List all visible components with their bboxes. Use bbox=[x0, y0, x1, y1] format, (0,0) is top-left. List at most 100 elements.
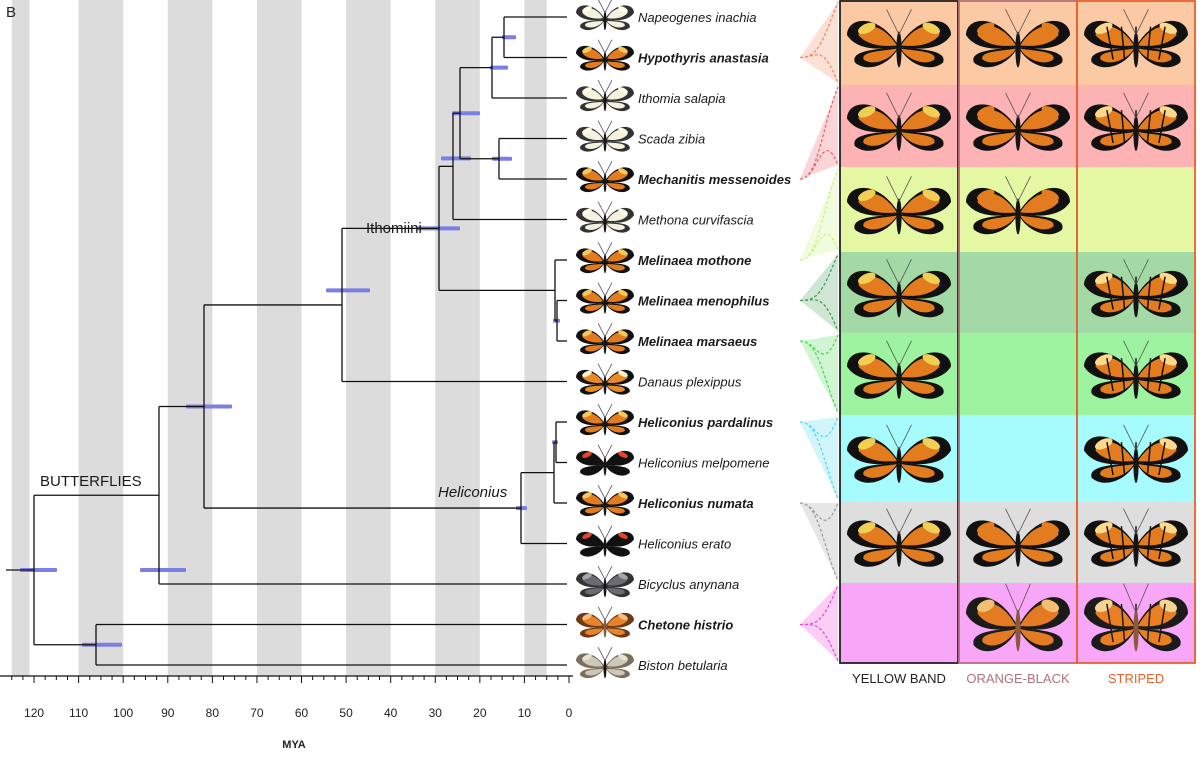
antenna-left bbox=[886, 259, 900, 285]
hindwing-patch-right bbox=[607, 426, 625, 433]
antenna-right bbox=[898, 176, 912, 202]
wing-band-left bbox=[582, 654, 592, 661]
wing-pattern-matrix bbox=[839, 0, 1196, 664]
antenna-right bbox=[604, 79, 613, 94]
butterfly-body bbox=[603, 497, 607, 517]
hindwing-patch-right bbox=[1020, 215, 1054, 230]
taxon-label: Ithomia salapia bbox=[638, 91, 725, 106]
species-thumbnail bbox=[576, 525, 634, 557]
confidence-bar bbox=[326, 288, 370, 293]
wing-band-left bbox=[582, 249, 592, 256]
hindwing-patch-right bbox=[901, 548, 935, 562]
hindwing-patch-right bbox=[607, 102, 625, 109]
wing-band-left bbox=[582, 289, 592, 296]
wing-stripe bbox=[1120, 358, 1126, 392]
wing-stripe bbox=[1120, 276, 1126, 310]
hindwing-patch-right bbox=[607, 223, 625, 230]
taxon-label: Bicyclus anynana bbox=[638, 577, 739, 592]
taxon-label: Heliconius numata bbox=[638, 496, 754, 511]
taxon-label: Heliconius melpomene bbox=[638, 456, 770, 471]
hindwing-patch-left bbox=[982, 215, 1016, 230]
hindwing-patch-left bbox=[585, 142, 603, 149]
wing-stripe bbox=[1158, 526, 1166, 560]
wing-band-right bbox=[1041, 189, 1059, 202]
wing-band-right bbox=[1041, 522, 1059, 534]
butterfly-body bbox=[603, 92, 607, 112]
antenna-right bbox=[1017, 9, 1031, 35]
wing-pattern-cell bbox=[1084, 508, 1188, 567]
wing-pattern-cell bbox=[847, 9, 951, 68]
antenna-left bbox=[1005, 583, 1019, 614]
antenna-right bbox=[1017, 583, 1031, 614]
hindwing-patch-right bbox=[901, 298, 935, 313]
row-connector-fill bbox=[800, 169, 838, 260]
wing-stripe bbox=[1120, 603, 1126, 643]
species-thumbnail bbox=[576, 160, 634, 193]
wing-band-left bbox=[582, 613, 592, 620]
axis-tick-label: 30 bbox=[429, 706, 443, 720]
antenna-right bbox=[604, 565, 613, 580]
antenna-right bbox=[604, 484, 613, 499]
wing-band-right bbox=[618, 46, 628, 53]
wing-pattern-cell bbox=[1084, 583, 1188, 652]
wing-pattern-cell bbox=[966, 9, 1070, 68]
antenna-right bbox=[1135, 340, 1149, 367]
hindwing-patch-left bbox=[585, 345, 603, 352]
wing-band-right bbox=[922, 106, 940, 118]
axis-tick-label: 20 bbox=[473, 706, 487, 720]
butterfly-body bbox=[603, 456, 607, 476]
antenna-right bbox=[1135, 424, 1149, 451]
antenna-left bbox=[597, 484, 606, 499]
wing-band-right bbox=[1041, 106, 1059, 118]
species-thumbnail bbox=[576, 606, 634, 638]
antenna-left bbox=[597, 39, 606, 54]
butterfly-body bbox=[896, 115, 902, 151]
wing-stripe bbox=[1158, 358, 1166, 392]
antenna-left bbox=[597, 120, 606, 135]
wing-band-left bbox=[858, 522, 876, 534]
row-connector-fill bbox=[800, 585, 838, 661]
antenna-left bbox=[1005, 9, 1019, 35]
row-connector-fill bbox=[800, 503, 838, 581]
hindwing-patch-left bbox=[863, 298, 897, 313]
hindwing-patch-left bbox=[863, 48, 897, 63]
antenna-right bbox=[604, 403, 613, 418]
antenna-left bbox=[886, 176, 900, 202]
wing-band-left bbox=[858, 272, 876, 285]
wing-pattern-cell bbox=[847, 508, 951, 567]
hindwing-patch-right bbox=[901, 380, 935, 394]
row-connector-fill bbox=[800, 2, 838, 83]
butterfly-body bbox=[603, 51, 607, 71]
butterfly-body bbox=[1015, 115, 1021, 151]
taxon-label: Danaus plexippus bbox=[638, 375, 742, 390]
wing-band-left bbox=[1095, 272, 1113, 285]
hindwing-patch-right bbox=[607, 183, 625, 190]
antenna-left bbox=[1123, 9, 1137, 35]
antenna-right bbox=[898, 508, 912, 535]
hindwing-patch-left bbox=[863, 132, 897, 146]
hindwing-patch-left bbox=[982, 48, 1016, 63]
wing-stripe bbox=[1158, 603, 1166, 643]
hindwing-patch-left bbox=[585, 507, 603, 514]
antenna-left bbox=[597, 363, 606, 378]
hindwing-patch-right bbox=[901, 464, 935, 478]
clade-label: Ithomiini bbox=[366, 220, 422, 237]
time-band bbox=[524, 0, 547, 676]
antenna-left bbox=[597, 444, 606, 459]
species-thumbnail bbox=[576, 484, 634, 517]
hindwing-patch-left bbox=[1100, 464, 1134, 478]
wing-band-left bbox=[582, 127, 592, 134]
wing-band-right bbox=[618, 127, 628, 134]
butterfly-body bbox=[603, 618, 607, 638]
wing-band-left bbox=[1095, 354, 1113, 366]
butterfly-body bbox=[603, 173, 607, 193]
antenna-right bbox=[604, 160, 613, 175]
butterfly-body bbox=[1133, 281, 1139, 318]
row-connector bbox=[799, 86, 839, 180]
wing-stripe bbox=[1158, 276, 1166, 310]
antenna-right bbox=[604, 606, 613, 621]
antenna-right bbox=[1017, 92, 1031, 119]
butterfly-body bbox=[603, 537, 607, 557]
antenna-left bbox=[1123, 92, 1137, 119]
